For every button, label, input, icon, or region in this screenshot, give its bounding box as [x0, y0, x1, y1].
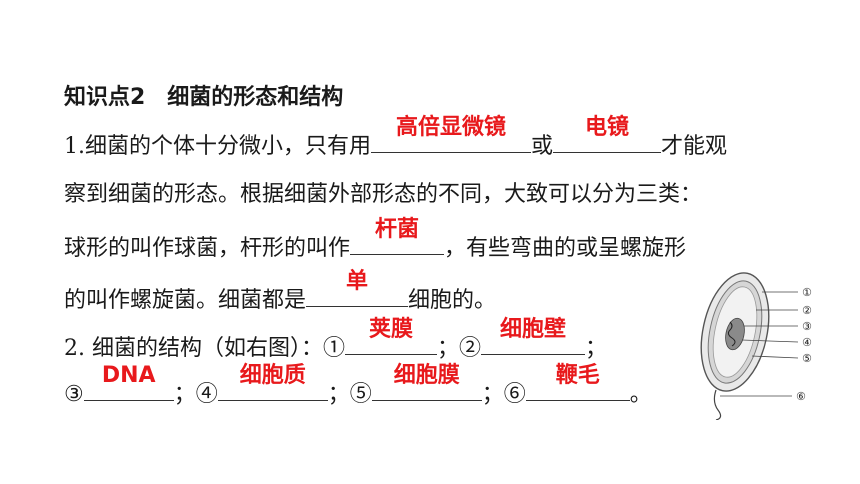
q2-text: ③ [64, 382, 84, 407]
pointer-lines [720, 291, 799, 397]
answer-blank-8: 细胞质 [217, 363, 328, 401]
label-5: ⑤ [802, 352, 812, 365]
q1-line-1: 1.细菌的个体十分微小，只有用高倍显微镜或 电镜才能观 [64, 115, 728, 161]
q2-text: ；② [436, 336, 481, 361]
answer-text: 细胞壁 [499, 317, 566, 342]
bacteria-structure-diagram: ① ② ③ ④ ⑤ ⑥ [700, 272, 812, 420]
q1-line-2: 察到细菌的形态。根据细菌外部形态的不同，大致可以分为三类： [64, 181, 702, 209]
q1-line-3: 球形的叫作球菌，杆形的叫作杆菌 ，有些弯曲的或呈螺旋形 [64, 217, 687, 263]
answer-blank-5: 荚膜 [344, 317, 437, 355]
answer-blank-6: 细胞壁 [481, 317, 585, 355]
answer-blank-10: 鞭毛 [525, 363, 630, 401]
q2-text: 。 [629, 382, 652, 407]
q2-text: ； [585, 336, 608, 361]
answer-blank-1: 高倍显微镜 [371, 115, 531, 153]
answer-text: 杆菌 [375, 217, 420, 242]
answer-text: 单 [346, 269, 369, 294]
q1-line-4: 的叫作螺旋菌。细菌都是 单细胞的。 [64, 269, 497, 315]
answer-blank-9: 细胞膜 [371, 363, 482, 401]
answer-text: 细胞膜 [393, 363, 460, 388]
q2-text: ；⑤ [327, 382, 372, 407]
q2-line-2: ③ DNA ；④ 细胞质 ；⑤ 细胞膜 ；⑥ 鞭毛。 [64, 363, 652, 409]
q2-line-1: 2. 细菌的结构（如右图）：① 荚膜 ；② 细胞壁 ； [64, 317, 608, 363]
answer-text: DNA [101, 363, 156, 388]
q2-text: ；⑥ [481, 382, 526, 407]
answer-blank-3: 杆菌 [350, 217, 445, 255]
q1-text: 细胞的。 [408, 288, 497, 313]
q1-text: 的叫作螺旋菌。细菌都是 [64, 288, 307, 313]
answer-blank-4: 单 [306, 269, 409, 307]
label-6: ⑥ [796, 390, 806, 403]
q1-text: ，有些弯曲的或呈螺旋形 [444, 236, 687, 261]
label-1: ① [802, 286, 812, 299]
q2-text: 2. 细菌的结构（如右图）：① [64, 336, 345, 361]
answer-text: 荚膜 [368, 317, 413, 342]
answer-text: 细胞质 [239, 363, 306, 388]
answer-blank-7: DNA [83, 363, 174, 401]
answer-text: 电镜 [585, 115, 630, 140]
label-2: ② [802, 304, 812, 317]
q1-text: 才能观 [661, 134, 728, 159]
q1-text: 1.细菌的个体十分微小，只有用 [64, 134, 371, 159]
q1-text: 察到细菌的形态。根据细菌外部形态的不同，大致可以分为三类： [64, 182, 703, 207]
bacterium-cell [700, 272, 770, 420]
section-heading: 知识点2 细菌的形态和结构 [64, 85, 344, 110]
answer-text: 高倍显微镜 [395, 115, 506, 140]
label-4: ④ [802, 336, 812, 349]
label-3: ③ [802, 320, 812, 333]
q2-text: ；④ [173, 382, 218, 407]
answer-text: 鞭毛 [555, 363, 600, 388]
answer-blank-2: 电镜 [553, 115, 662, 153]
q1-text: 或 [531, 134, 554, 159]
q1-text: 球形的叫作球菌，杆形的叫作 [64, 236, 351, 261]
